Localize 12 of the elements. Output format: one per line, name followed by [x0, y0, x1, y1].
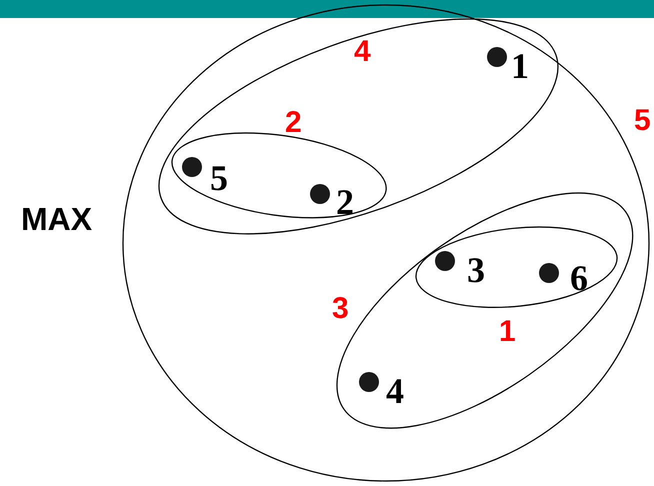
linkage-label: MAX: [21, 203, 92, 235]
merge-order-number: 2: [284, 108, 302, 138]
point-number: 1: [510, 48, 529, 84]
point-number: 6: [570, 260, 588, 296]
merge-order-number: 3: [332, 294, 349, 324]
point-number: 4: [386, 372, 404, 409]
merge-order-number: 1: [498, 316, 516, 347]
merge-order-number: 4: [354, 36, 371, 67]
merge-order-number: 5: [634, 106, 651, 136]
point-number: 2: [336, 184, 354, 220]
point-number: 3: [466, 252, 485, 288]
point-number: 5: [210, 160, 228, 196]
